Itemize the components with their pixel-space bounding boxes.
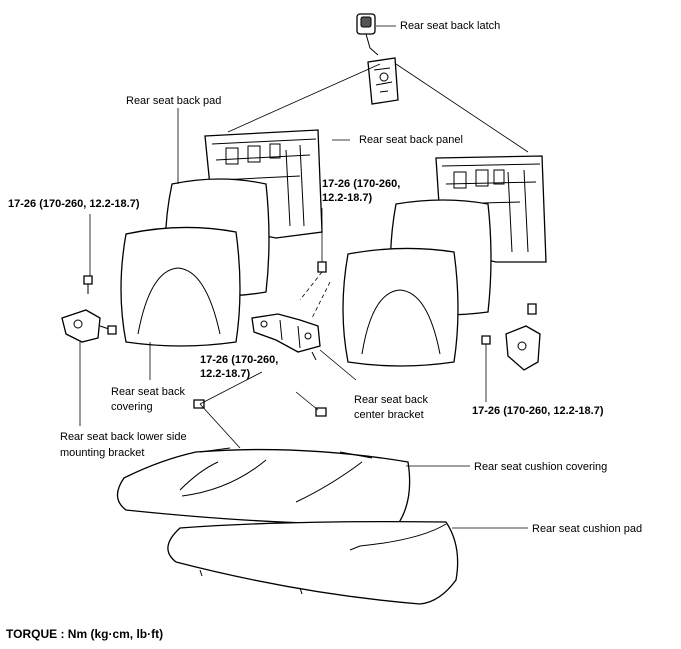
seat-cushion-covering [116,447,411,525]
label-center-bracket-line2: center bracket [354,409,424,421]
label-center-bracket-line1: Rear seat back [354,394,428,406]
torque-center-lower-line2: 12.2-18.7) [200,368,251,380]
torque-center-upper-line1: 17-26 (170-260, [322,178,401,190]
label-back-covering-line2: covering [111,401,153,413]
right-seat-back-covering [342,247,459,367]
label-cushion-pad: Rear seat cushion pad [532,523,643,535]
label-seat-back-pad: Rear seat back pad [126,95,222,107]
right-lower-side-bracket [505,325,541,371]
bolt-center-upper [317,261,327,273]
seat-cushion-pad [167,520,459,605]
center-bracket [251,313,321,361]
label-back-covering-line1: Rear seat back [111,386,185,398]
left-seat-back-covering [120,226,241,347]
torque-center-upper-line2: 12.2-18.7) [322,192,373,204]
torque-center-lower-line1: 17-26 (170-260, [200,354,279,366]
label-seat-back-latch: Rear seat back latch [400,20,501,32]
bolt-right-lower [481,335,491,345]
bolt-left-upper [83,275,93,294]
left-lower-side-bracket [61,309,113,343]
seat-back-latch [356,13,399,105]
label-cushion-covering: Rear seat cushion covering [474,461,608,473]
torque-right: 17-26 (170-260, 12.2-18.7) [472,405,604,417]
torque-unit-note: TORQUE : Nm (kg·cm, lb·ft) [6,627,164,641]
bolt-left-side [107,325,117,335]
bolt-center-lower-right [315,407,327,417]
bolt-right-upper [527,303,537,315]
label-lower-bracket-line2: mounting bracket [60,447,145,459]
torque-left-upper: 17-26 (170-260, 12.2-18.7) [8,198,140,210]
label-seat-back-panel: Rear seat back panel [359,134,463,146]
label-lower-bracket-line1: Rear seat back lower side [60,431,187,443]
